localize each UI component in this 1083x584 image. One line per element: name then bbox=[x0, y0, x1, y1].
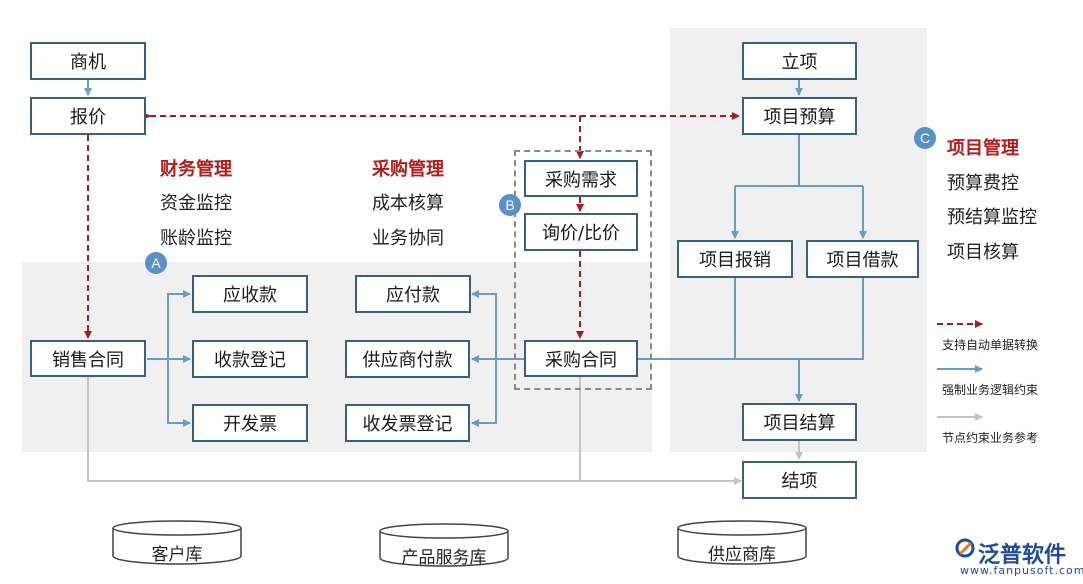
logo-url: www.fanpusoft.com bbox=[960, 564, 1083, 577]
box-sales-contract[interactable]: 销售合同 bbox=[30, 340, 146, 377]
box-baojia[interactable]: 报价 bbox=[30, 97, 146, 135]
db-supplier: 供应商库 bbox=[708, 545, 776, 565]
logo-icon-shape bbox=[955, 538, 975, 558]
purchase-item-2: 业务协同 bbox=[372, 228, 444, 249]
blue-logic-lines bbox=[84, 80, 867, 427]
finance-title: 财务管理 bbox=[160, 159, 232, 180]
purchase-title: 采购管理 bbox=[372, 159, 444, 180]
db-customer: 客户库 bbox=[151, 545, 203, 565]
project-item-1: 预算费控 bbox=[947, 173, 1019, 194]
box-project-initiation[interactable]: 立项 bbox=[742, 42, 857, 80]
box-invoice-receipt-registration[interactable]: 收发票登记 bbox=[345, 404, 470, 442]
box-payable[interactable]: 应付款 bbox=[355, 275, 471, 313]
box-project-loan[interactable]: 项目借款 bbox=[806, 240, 919, 278]
gray-reference-lines bbox=[87, 377, 803, 485]
box-inquiry-compare[interactable]: 询价/比价 bbox=[524, 213, 638, 251]
finance-item-2: 账龄监控 bbox=[160, 228, 232, 249]
box-supplier-payment[interactable]: 供应商付款 bbox=[345, 340, 470, 378]
db-cylinders bbox=[112, 520, 807, 567]
db-product-service: 产品服务库 bbox=[401, 548, 487, 568]
project-item-2: 预结算监控 bbox=[947, 207, 1037, 228]
box-project-reimbursement[interactable]: 项目报销 bbox=[677, 240, 793, 278]
marker-a: A bbox=[145, 252, 167, 274]
box-project-budget[interactable]: 项目预算 bbox=[742, 97, 857, 135]
purchase-dashed-frame bbox=[514, 150, 652, 390]
box-receipt-registration[interactable]: 收款登记 bbox=[192, 340, 308, 378]
marker-c: C bbox=[914, 127, 936, 149]
box-project-close[interactable]: 结项 bbox=[742, 461, 857, 499]
project-title: 项目管理 bbox=[947, 138, 1019, 159]
logo-name: 泛普软件 bbox=[978, 543, 1067, 568]
box-project-settlement[interactable]: 项目结算 bbox=[742, 403, 857, 441]
box-issue-invoice[interactable]: 开发票 bbox=[192, 404, 308, 442]
legend-auto-convert: 支持自动单据转换 bbox=[942, 338, 1039, 352]
legend-node-reference: 节点约束业务参考 bbox=[942, 431, 1039, 445]
marker-b: B bbox=[499, 194, 521, 216]
box-purchase-demand[interactable]: 采购需求 bbox=[524, 160, 638, 197]
finance-item-1: 资金监控 bbox=[160, 193, 232, 214]
legend-lines bbox=[937, 320, 983, 421]
legend-forced-logic: 强制业务逻辑约束 bbox=[942, 383, 1039, 397]
box-receivable[interactable]: 应收款 bbox=[192, 275, 308, 313]
box-shangji[interactable]: 商机 bbox=[30, 42, 146, 80]
purchase-item-1: 成本核算 bbox=[372, 193, 444, 214]
project-item-3: 项目核算 bbox=[947, 242, 1019, 263]
box-purchase-contract[interactable]: 采购合同 bbox=[524, 340, 638, 377]
